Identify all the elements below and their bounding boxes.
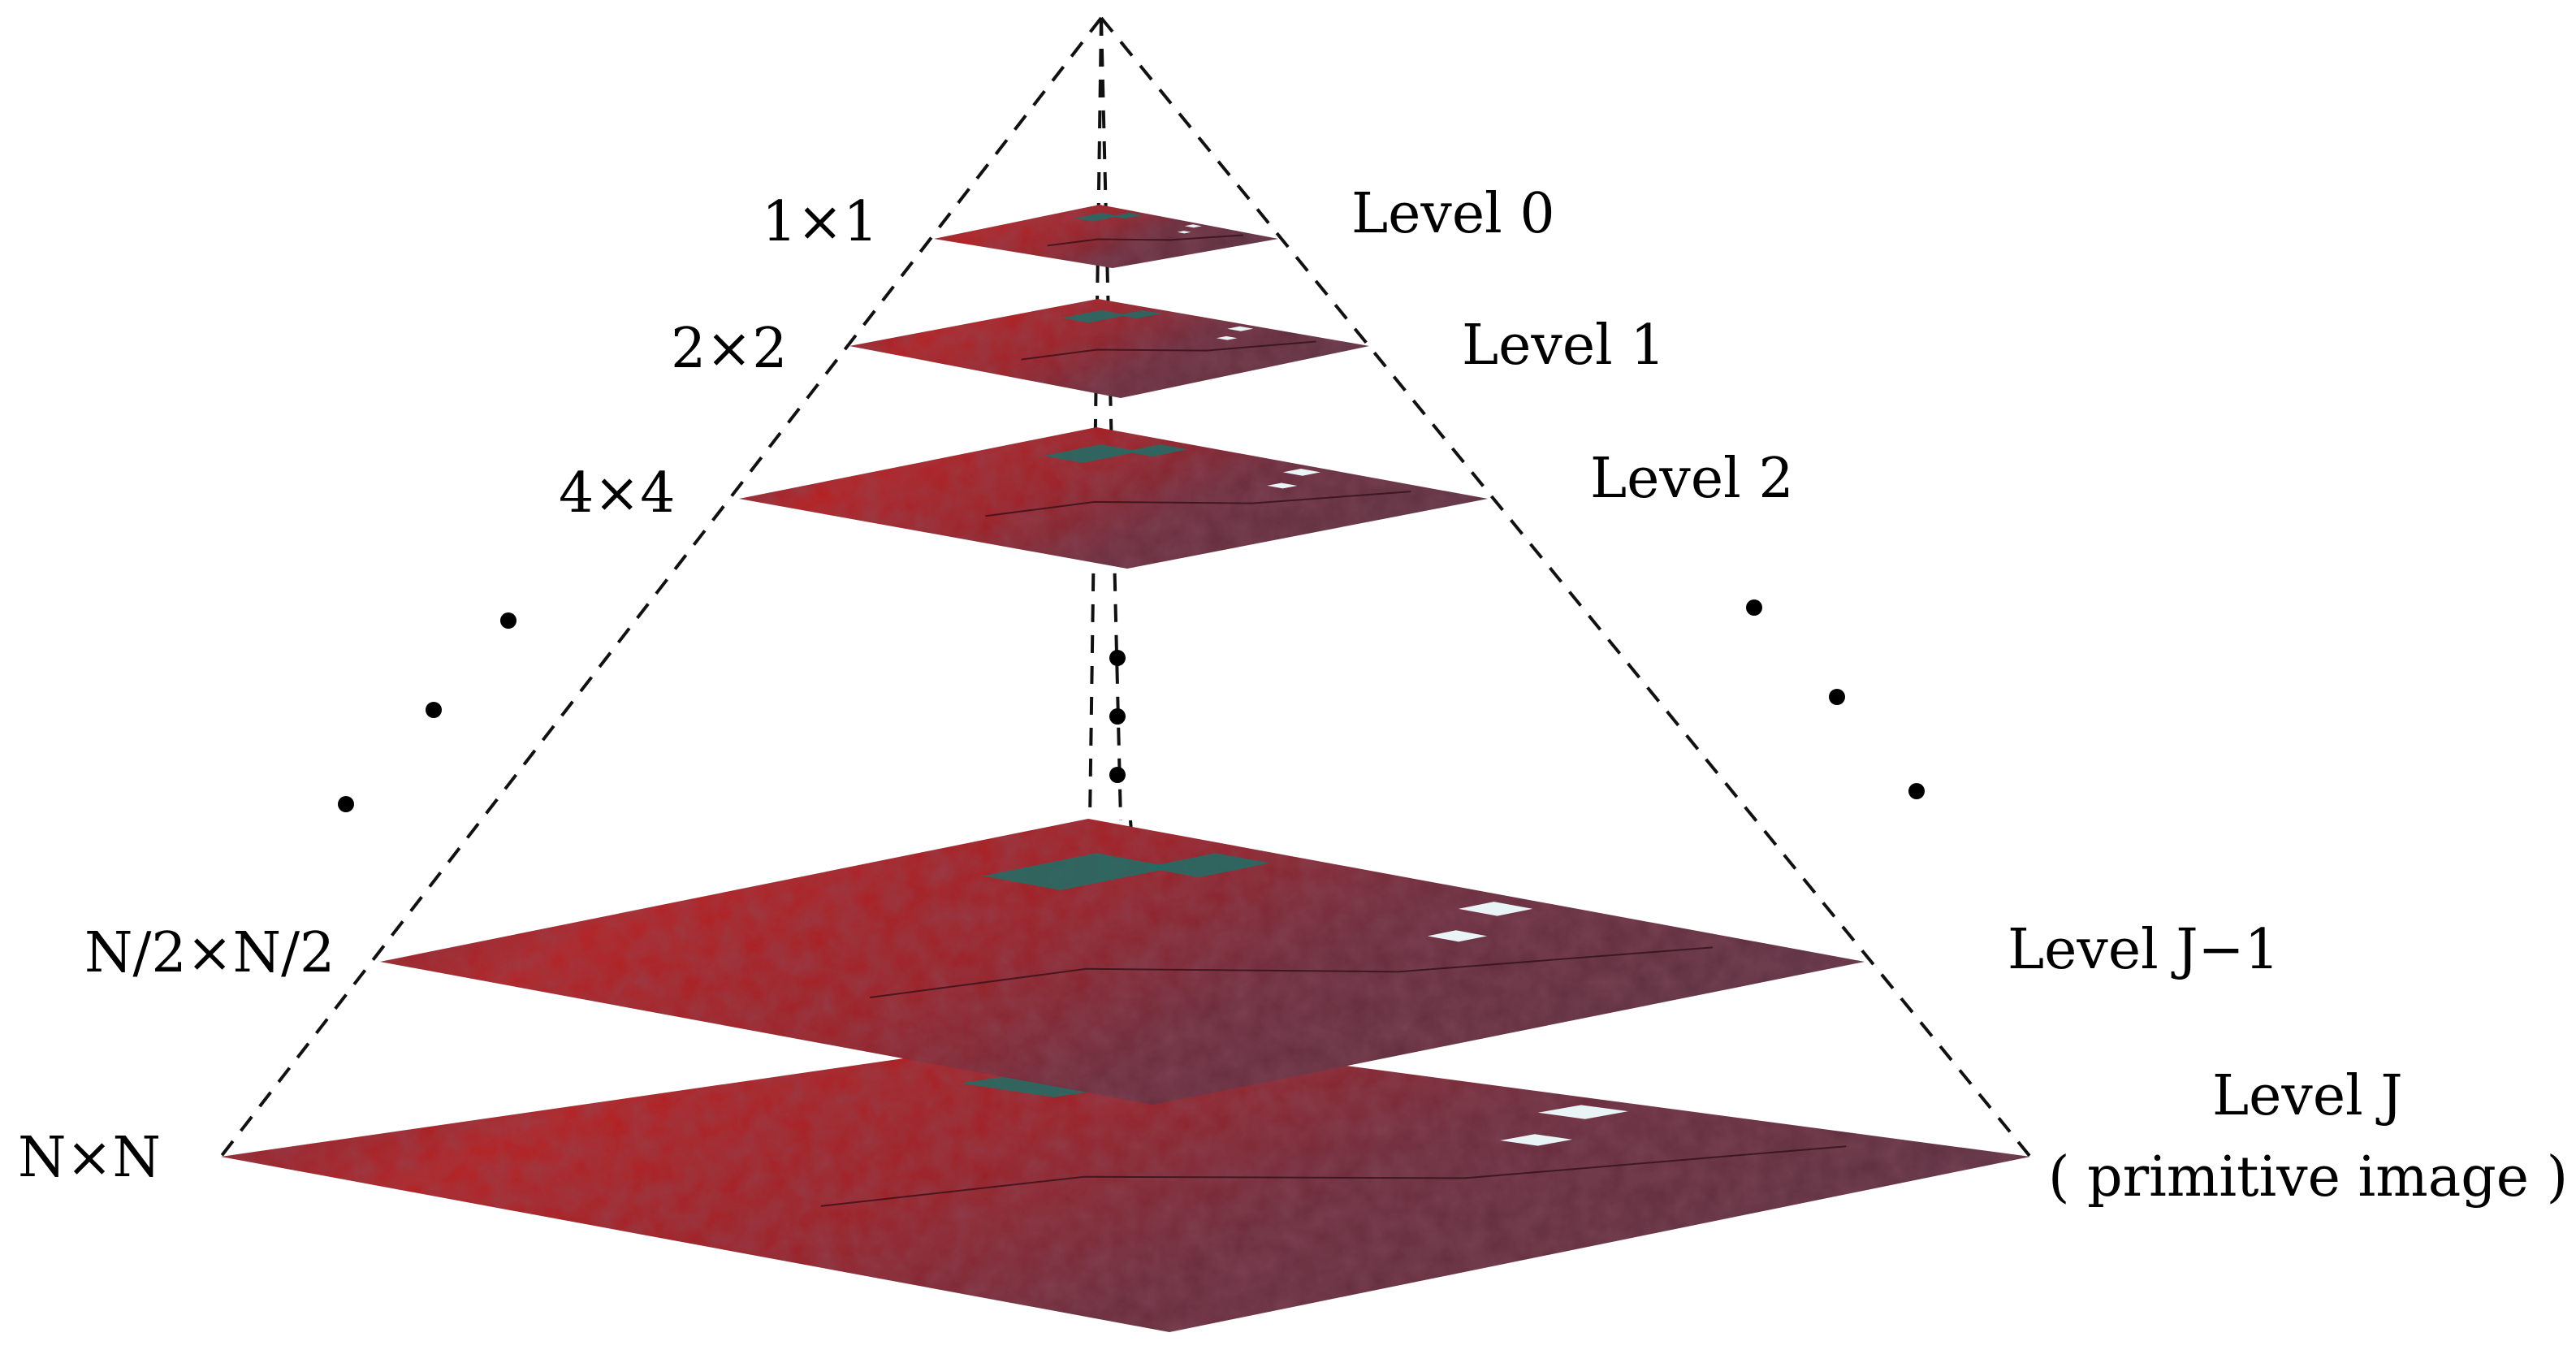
level-label-j-minus-1: Level J−1	[2008, 918, 2280, 982]
snow-patch	[1177, 231, 1191, 234]
level-labels: Level 0 Level 1 Level 2 Level J−1 Level …	[1351, 182, 2568, 1209]
ellipsis-dot	[426, 702, 442, 718]
snow-patch	[1267, 482, 1298, 489]
snow-patch	[1458, 902, 1533, 916]
river-line	[1047, 234, 1243, 247]
water-patch	[1117, 309, 1161, 319]
pyramid-layers	[221, 205, 2030, 1332]
pyramid-left-edge	[219, 16, 1103, 1158]
ellipsis-dot	[1109, 767, 1126, 783]
size-label-level-j: N×N	[18, 1126, 161, 1190]
size-labels: 1×1 2×2 4×4 N/2×N/2 N×N	[18, 190, 879, 1190]
layer-level-0	[934, 205, 1278, 268]
water-patch	[1043, 444, 1140, 463]
river-line	[870, 946, 1713, 998]
ellipsis-dot	[1109, 708, 1126, 725]
layer-level-2	[739, 427, 1488, 569]
ellipsis-left	[338, 612, 516, 812]
ellipsis-dot	[1829, 689, 1845, 705]
snow-patch	[1500, 1134, 1573, 1146]
water-patch	[1074, 212, 1119, 222]
pyramid-axis-upper	[1100, 17, 1122, 821]
level-label-2: Level 2	[1590, 447, 1794, 511]
level-label-0: Level 0	[1351, 182, 1555, 246]
snow-patch	[1216, 335, 1238, 340]
size-label-level-2: 4×4	[559, 461, 676, 526]
river-line	[1021, 340, 1316, 361]
image-texture	[849, 299, 1369, 398]
ellipsis-right	[1746, 599, 1925, 799]
snow-patch	[1227, 326, 1254, 331]
ellipsis-center	[1109, 650, 1126, 783]
water-patch	[983, 853, 1174, 890]
pyramid-axis-left	[1088, 17, 1103, 821]
water-patch	[1144, 853, 1270, 878]
size-label-level-0: 1×1	[762, 190, 879, 254]
image-texture	[934, 205, 1278, 268]
ellipsis-dot	[1746, 599, 1762, 616]
snow-patch	[1537, 1105, 1628, 1119]
ellipsis-dot	[338, 796, 354, 812]
size-label-level-1: 2×2	[671, 317, 788, 381]
ellipsis-dot	[500, 612, 516, 629]
river-line	[985, 491, 1411, 517]
water-patch	[1061, 310, 1128, 323]
level-label-1: Level 1	[1462, 314, 1666, 378]
level-sublabel-j: ( primitive image )	[2048, 1145, 2568, 1209]
snow-patch	[1427, 930, 1488, 942]
layer-level-1	[849, 299, 1369, 398]
water-patch	[1112, 213, 1142, 219]
snow-patch	[1184, 224, 1202, 228]
layer-level-j-minus-1	[380, 819, 1865, 1105]
image-texture	[739, 427, 1488, 569]
snow-patch	[1282, 469, 1320, 476]
image-texture	[380, 819, 1865, 1105]
river-line	[820, 1145, 1847, 1207]
ellipsis-dot	[1908, 783, 1925, 799]
water-patch	[1124, 444, 1188, 457]
size-label-level-j-minus-1: N/2×N/2	[84, 921, 335, 985]
ellipsis-dot	[1109, 650, 1126, 666]
level-label-j: Level J	[2212, 1064, 2403, 1128]
